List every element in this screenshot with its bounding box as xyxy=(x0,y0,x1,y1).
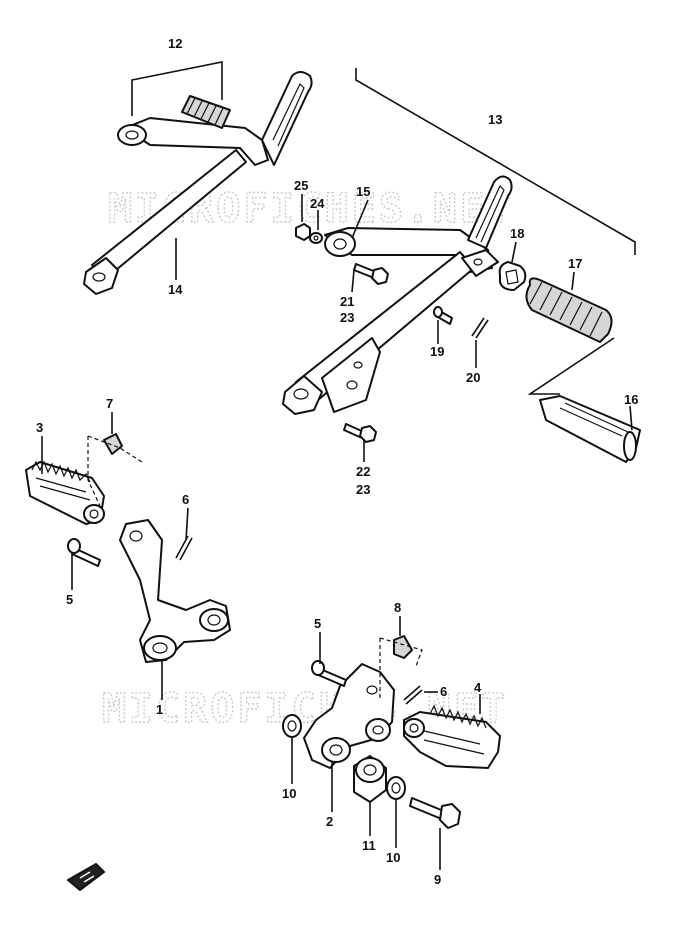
group-bracket-12 xyxy=(131,61,223,116)
footrest-rod-14 xyxy=(83,149,247,295)
callout-2: 2 xyxy=(326,814,333,829)
pin-5-left xyxy=(67,538,101,567)
callout-25: 25 xyxy=(294,178,308,193)
callout-10-left: 10 xyxy=(282,786,296,801)
footrest-bar-upper xyxy=(117,71,313,166)
callout-6-left: 6 xyxy=(182,492,189,507)
leader-lines xyxy=(41,194,633,870)
callout-7: 7 xyxy=(106,396,113,411)
callout-1: 1 xyxy=(156,702,163,717)
nut-25 xyxy=(295,223,311,241)
front-arrow-icon xyxy=(67,863,105,891)
bolt-22 xyxy=(343,423,377,443)
spring-7 xyxy=(103,433,123,455)
callout-22: 22 xyxy=(356,464,370,479)
callout-8: 8 xyxy=(394,600,401,615)
bracket-1 xyxy=(119,519,231,663)
callout-18: 18 xyxy=(510,226,524,241)
washer-10-left xyxy=(282,714,302,738)
callout-5-left: 5 xyxy=(66,592,73,607)
callout-12: 12 xyxy=(168,36,182,51)
collar-11 xyxy=(353,755,387,803)
callout-5-right: 5 xyxy=(314,616,321,631)
leader-7 xyxy=(87,435,143,507)
leader-8 xyxy=(379,637,423,700)
footpeg-4 xyxy=(403,704,501,769)
pin-5-right xyxy=(311,660,347,687)
callout-6-right: 6 xyxy=(440,684,447,699)
pin-19 xyxy=(433,306,453,325)
callout-9: 9 xyxy=(434,872,441,887)
callout-16: 16 xyxy=(624,392,638,407)
callout-17: 17 xyxy=(568,256,582,271)
cotter-6-right xyxy=(403,685,423,705)
callout-24: 24 xyxy=(310,196,325,211)
callout-labels: 12 13 14 15 25 24 18 17 21 23 19 20 16 2… xyxy=(36,36,638,887)
callout-14: 14 xyxy=(168,282,183,297)
footrest-bracket-15 xyxy=(282,175,513,415)
footrest-plate-16 xyxy=(539,395,641,463)
callout-23-upper: 23 xyxy=(340,310,354,325)
callout-11: 11 xyxy=(362,838,376,853)
cotter-6-left xyxy=(175,535,193,561)
footpeg-3 xyxy=(25,460,105,525)
cotter-pin-20 xyxy=(471,317,489,339)
bracket-2 xyxy=(303,663,395,769)
washer-10-right xyxy=(386,776,406,800)
callout-23-lower: 23 xyxy=(356,482,370,497)
bolt-21 xyxy=(353,263,389,285)
group-bracket-13 xyxy=(355,68,636,255)
callout-10-right: 10 xyxy=(386,850,400,865)
callout-4: 4 xyxy=(474,680,482,695)
washer-24 xyxy=(309,232,323,244)
callout-19: 19 xyxy=(430,344,444,359)
bolt-9 xyxy=(409,797,461,829)
callout-21: 21 xyxy=(340,294,354,309)
callout-13: 13 xyxy=(488,112,502,127)
spacer-18 xyxy=(498,261,527,291)
callout-20: 20 xyxy=(466,370,480,385)
callout-15: 15 xyxy=(356,184,370,199)
footrest-rubber-17 xyxy=(525,277,613,343)
spring-8 xyxy=(393,635,413,659)
callout-3: 3 xyxy=(36,420,43,435)
